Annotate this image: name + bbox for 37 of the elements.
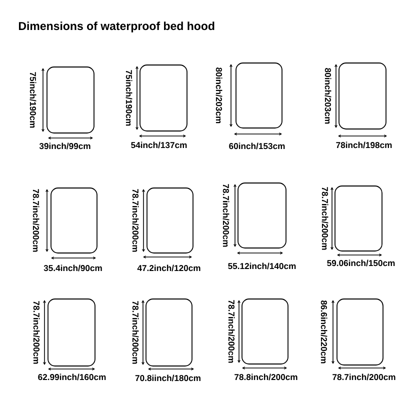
- dimension-label: 75inch/190cm: [30, 72, 36, 128]
- dimension-label: 62.99inch/160cm: [38, 374, 106, 380]
- dimension-label: 78.7inch/200cm: [33, 301, 40, 364]
- title: Dimensions of waterproof bed hood: [18, 22, 214, 32]
- dimension-label: 55.12inch/140cm: [228, 262, 296, 270]
- dimension-label: 78.7inch/200cm: [132, 189, 139, 252]
- bed-outline: [336, 298, 384, 366]
- bed-outline: [146, 298, 192, 366]
- dimension-label: 78.7inch/200cm: [222, 184, 230, 247]
- dimension-label: 78.7inch/200cm: [132, 301, 139, 364]
- dimension-label: 39inch/99cm: [39, 142, 90, 150]
- dimension-label: 80inch/203cm: [216, 68, 222, 124]
- dimension-label: 70.8iinch/180cm: [135, 374, 200, 382]
- bed-outline: [338, 62, 386, 130]
- bed-outline: [334, 186, 382, 252]
- bed-outline: [236, 62, 282, 128]
- dimension-label: 78.7inch/200cm: [228, 300, 235, 363]
- dimension-label: 59.06inch/150cm: [327, 260, 395, 266]
- dimension-label: 35.4inch/90cm: [44, 264, 102, 272]
- bed-outline: [146, 188, 194, 254]
- dimension-label: 86.6inch/220cm: [320, 300, 328, 364]
- bed-outline: [140, 64, 188, 132]
- dimension-label: 78inch/198cm: [336, 142, 392, 148]
- dimension-label: 78.7inch/200cm: [322, 187, 328, 250]
- bed-outline: [242, 298, 288, 364]
- bed-outline: [50, 188, 98, 254]
- dimension-label: 80inch/203cm: [324, 68, 332, 124]
- dimension-label: 78.8inch/200cm: [234, 374, 298, 380]
- bed-outline: [48, 298, 96, 366]
- dimension-label: 75inch/190cm: [126, 70, 132, 126]
- dimension-label: 60inch/153cm: [229, 142, 285, 150]
- dimension-label: 54inch/137cm: [131, 142, 187, 148]
- dimension-label: 47.2inch/120cm: [137, 264, 200, 272]
- dimension-label: 78.7inch/200cm: [332, 374, 396, 380]
- bed-outline: [238, 182, 286, 248]
- bed-outline: [46, 66, 94, 134]
- dimension-label: 78.7inch/200cm: [32, 189, 40, 252]
